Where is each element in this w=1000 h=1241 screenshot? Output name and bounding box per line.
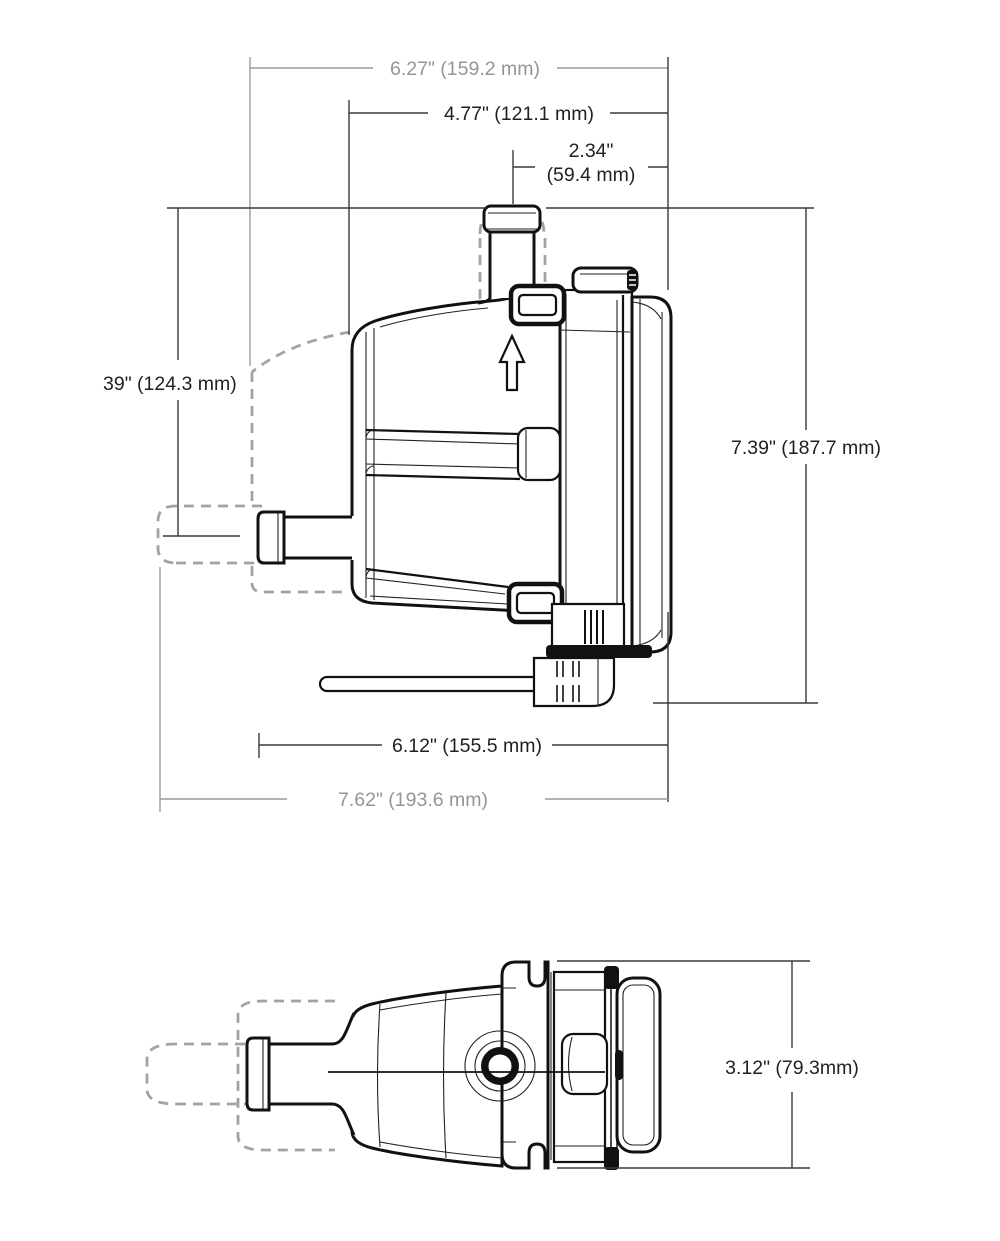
base-foot <box>532 656 616 708</box>
side-button <box>615 1050 623 1080</box>
mounting-rod <box>318 675 562 693</box>
up-arrow-icon <box>498 333 526 392</box>
dim-overall-width-ref-label: 6.27" (159.2 mm) <box>390 58 540 80</box>
dim-overall-length-ref: 7.62" (193.6 mm) <box>159 567 668 812</box>
middle-boss <box>365 426 562 595</box>
dim-body-length-label: 6.12" (155.5 mm) <box>392 735 542 757</box>
dim-overall-height: 7.39" (187.7 mm) <box>167 207 881 704</box>
bottom-view: 3.12" (79.3mm) <box>145 960 859 1170</box>
dim-port-offset: 2.34" (59.4 mm) <box>512 140 668 204</box>
housing-face <box>558 288 634 652</box>
dim-body-length: 6.12" (155.5 mm) <box>258 733 668 758</box>
bottom-hose-barb <box>245 1012 356 1136</box>
end-cap-bottom <box>615 976 662 1154</box>
dim-overall-depth-label: 3.12" (79.3mm) <box>725 1057 859 1079</box>
end-cap-side <box>630 295 673 654</box>
dim-port-height-label: 39" (124.3 mm) <box>103 373 237 395</box>
pump-body-bottom <box>350 984 504 1168</box>
upper-clip <box>508 283 567 327</box>
center-port <box>464 1030 536 1102</box>
dim-body-width: 4.77" (121.1 mm) <box>348 100 668 335</box>
retainer-plate <box>604 966 623 1170</box>
side-hose-barb <box>256 510 354 565</box>
bottom-connector <box>546 602 652 658</box>
dim-overall-depth: 3.12" (79.3mm) <box>557 960 859 1169</box>
dim-overall-height-label: 7.39" (187.7 mm) <box>731 437 881 459</box>
dim-overall-length-ref-label: 7.62" (193.6 mm) <box>338 789 488 811</box>
dim-port-height: 39" (124.3 mm) <box>103 208 240 537</box>
dim-overall-width-ref: 6.27" (159.2 mm) <box>249 57 668 366</box>
mid-housing-bottom <box>550 970 609 1164</box>
dim-port-offset-label-2: (59.4 mm) <box>547 164 636 186</box>
alternate-position-dashed-outline <box>156 204 547 594</box>
dim-body-width-label: 4.77" (121.1 mm) <box>444 103 594 125</box>
side-view: 6.27" (159.2 mm) 4.77" (121.1 mm) 2.34" … <box>103 57 881 812</box>
top-connector <box>571 266 639 294</box>
dim-port-offset-label-1: 2.34" <box>569 140 614 162</box>
